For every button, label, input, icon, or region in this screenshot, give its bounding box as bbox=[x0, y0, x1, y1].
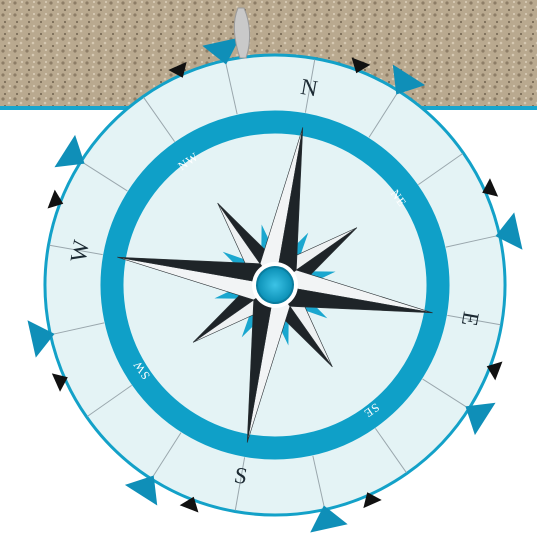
label-w: W bbox=[66, 237, 95, 264]
